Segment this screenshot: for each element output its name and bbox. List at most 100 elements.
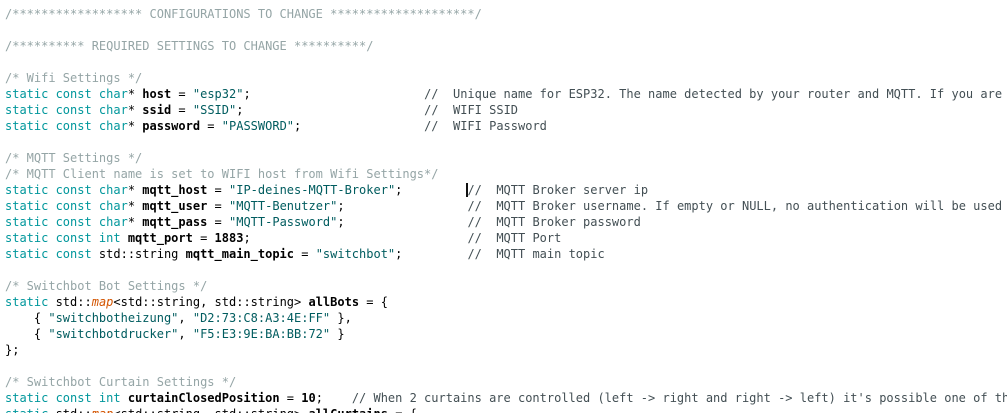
code-segment-id: ssid — [142, 103, 172, 117]
code-segment-str: "MQTT-Benutzer" — [229, 199, 338, 213]
code-segment-pl: ; — [315, 391, 352, 405]
code-line[interactable]: static const char* host = "esp32"; // Un… — [5, 86, 1007, 102]
code-line[interactable]: /* Wifi Settings */ — [5, 70, 1007, 86]
code-segment-c2: // MQTT Broker password — [467, 215, 641, 229]
code-segment-c2: // WIFI SSID — [424, 103, 519, 117]
code-segment-pl: std:: — [48, 407, 92, 413]
code-segment-pl: = — [171, 87, 193, 101]
code-segment-pl — [251, 231, 468, 245]
code-line[interactable] — [5, 358, 1007, 374]
code-segment-pl — [301, 119, 424, 133]
code-segment-c2: // MQTT Port — [467, 231, 562, 245]
code-line[interactable]: /* Switchbot Bot Settings */ — [5, 278, 1007, 294]
code-segment-c2: // Unique name for ESP32. The name detec… — [424, 87, 1007, 101]
code-segment-pl: { — [5, 327, 49, 341]
code-line[interactable]: /********** REQUIRED SETTINGS TO CHANGE … — [5, 38, 1007, 54]
code-segment-pl: = — [207, 215, 229, 229]
code-segment-str: "esp32" — [192, 87, 244, 101]
code-line[interactable]: /* MQTT Client name is set to WIFI host … — [5, 166, 1007, 182]
code-segment-id: mqtt_pass — [142, 215, 208, 229]
code-line[interactable]: static const char* password = "PASSWORD"… — [5, 118, 1007, 134]
code-segment-pl: { — [5, 311, 49, 325]
code-segment-c1: /* MQTT Client name is set to WIFI host … — [5, 167, 439, 181]
code-segment-c1: /* Wifi Settings */ — [5, 71, 143, 85]
code-line[interactable]: static const int curtainClosedPosition =… — [5, 390, 1007, 406]
code-line[interactable]: static std::map<std::string, std::string… — [5, 406, 1007, 413]
code-line[interactable]: }; — [5, 342, 1007, 358]
code-segment-c1: /* MQTT Settings */ — [5, 151, 143, 165]
code-segment-str: "MQTT-Password" — [229, 215, 338, 229]
code-line[interactable]: { "switchbotdrucker", "F5:E3:9E:BA:BB:72… — [5, 326, 1007, 342]
code-segment-pl: = { — [359, 295, 388, 309]
code-segment-pl: , — [178, 311, 193, 325]
code-segment-pl: ; — [236, 103, 244, 117]
code-line[interactable] — [5, 262, 1007, 278]
code-segment-c1: /* Switchbot Curtain Settings */ — [5, 375, 237, 389]
code-segment-id: mqtt_port — [127, 231, 193, 245]
code-segment-pl: = — [171, 103, 193, 117]
code-segment-c1: /****************** CONFIGURATIONS TO CH… — [5, 7, 482, 21]
code-segment-str: "SSID" — [192, 103, 237, 117]
code-line[interactable]: /* MQTT Settings */ — [5, 150, 1007, 166]
code-segment-str: "switchbot" — [315, 247, 396, 261]
code-segment-str: "PASSWORD" — [221, 119, 295, 133]
code-line[interactable]: /****************** CONFIGURATIONS TO CH… — [5, 6, 1007, 22]
code-segment-id: 10 — [301, 391, 316, 405]
code-segment-pl — [402, 183, 467, 197]
code-segment-pl: ; — [337, 215, 345, 229]
code-segment-kw: static const char — [5, 215, 128, 229]
code-line[interactable] — [5, 54, 1007, 70]
code-segment-pl: = { — [388, 407, 417, 413]
code-segment-kw: static const char — [5, 183, 128, 197]
code-segment-pl: ; — [395, 183, 403, 197]
code-segment-kw: static — [5, 295, 49, 309]
code-segment-c2: // WIFI Password — [424, 119, 547, 133]
code-segment-pl — [345, 199, 468, 213]
code-segment-id: host — [142, 87, 172, 101]
code-line[interactable]: static const char* ssid = "SSID"; // WIF… — [5, 102, 1007, 118]
code-segment-pl — [243, 103, 424, 117]
code-line[interactable]: static std::map<std::string, std::string… — [5, 294, 1007, 310]
code-segment-id: mqtt_user — [142, 199, 208, 213]
code-segment-fn: map — [92, 407, 114, 413]
code-segment-pl: * — [127, 183, 143, 197]
code-segment-pl: <std::string, std::string> — [113, 407, 308, 413]
code-segment-c2: // MQTT main topic — [467, 247, 605, 261]
code-line[interactable]: static const char* mqtt_user = "MQTT-Ben… — [5, 198, 1007, 214]
code-segment-pl: std:: — [48, 295, 92, 309]
code-segment-c2: // MQTT Broker username. If empty or NUL… — [467, 199, 1003, 213]
code-segment-pl: ; — [243, 87, 251, 101]
code-segment-pl: = — [294, 247, 316, 261]
code-segment-pl: ; — [337, 199, 345, 213]
code-line[interactable]: static const char* mqtt_host = "IP-deine… — [5, 182, 1007, 198]
code-segment-str: "IP-deines-MQTT-Broker" — [229, 183, 396, 197]
code-segment-c1: /********** REQUIRED SETTINGS TO CHANGE … — [5, 39, 374, 53]
code-line[interactable] — [5, 22, 1007, 38]
code-segment-pl: = — [192, 231, 215, 245]
code-line[interactable]: static const char* mqtt_pass = "MQTT-Pas… — [5, 214, 1007, 230]
code-segment-pl — [402, 247, 467, 261]
code-segment-kw: static const int — [5, 391, 121, 405]
code-line[interactable]: static const int mqtt_port = 1883; // MQ… — [5, 230, 1007, 246]
code-segment-str: "switchbotheizung" — [48, 311, 179, 325]
code-segment-pl: <std::string, std::string> — [113, 295, 309, 309]
code-segment-kw: static const char — [5, 103, 128, 117]
code-line[interactable]: /* Switchbot Curtain Settings */ — [5, 374, 1007, 390]
code-segment-id: 1883 — [214, 231, 244, 245]
code-segment-pl: = — [207, 199, 229, 213]
code-segment-pl: ; — [395, 247, 403, 261]
code-segment-kw: static const char — [5, 199, 128, 213]
code-segment-c1: /* Switchbot Bot Settings */ — [5, 279, 208, 293]
code-segment-pl: }, — [330, 311, 352, 325]
code-segment-pl: = — [279, 391, 302, 405]
code-segment-id: mqtt_host — [142, 183, 208, 197]
code-segment-pl: ; — [294, 119, 302, 133]
code-segment-pl: * — [127, 199, 143, 213]
code-line[interactable] — [5, 134, 1007, 150]
code-segment-pl — [121, 391, 128, 405]
code-line[interactable]: static const std::string mqtt_main_topic… — [5, 246, 1007, 262]
code-segment-pl: = — [200, 119, 222, 133]
code-line[interactable]: { "switchbotheizung", "D2:73:C8:A3:4E:FF… — [5, 310, 1007, 326]
code-segment-pl: , — [178, 327, 193, 341]
